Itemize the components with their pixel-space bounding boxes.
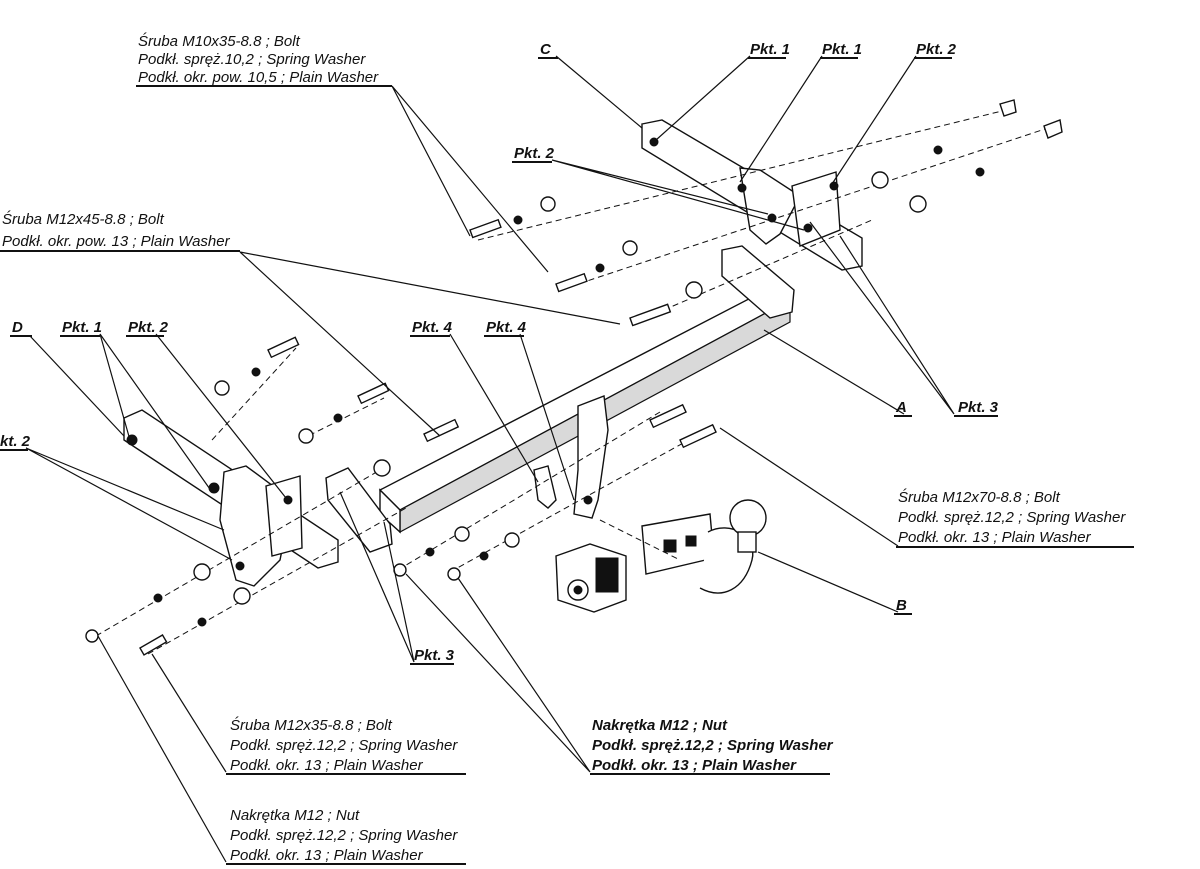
left-bracket-d [123, 409, 339, 587]
part-letter-labels: C D A B [10, 41, 912, 615]
assembly-axes [95, 109, 1055, 655]
svg-text:Nakrętka M12 ; Nut: Nakrętka M12 ; Nut [230, 807, 360, 824]
svg-text:Śruba M10x35-8.8 ; Bolt: Śruba M10x35-8.8 ; Bolt [138, 32, 301, 50]
label-pkt1-left: Pkt. 1 [62, 319, 102, 336]
hardware-center [393, 403, 717, 581]
label-pkt2-edge: kt. 2 [0, 433, 31, 450]
tow-ball-b [641, 499, 767, 594]
label-d: D [12, 319, 23, 336]
label-pkt2-top: Pkt. 2 [916, 41, 957, 58]
label-pkt1-top-b: Pkt. 1 [822, 41, 862, 58]
label-pkt4-b: Pkt. 4 [486, 319, 527, 336]
label-c: C [540, 41, 552, 58]
svg-text:Podkł. spręż.12,2 ; Spring Was: Podkł. spręż.12,2 ; Spring Washer [592, 737, 834, 754]
label-pkt2-mid: Pkt. 2 [514, 145, 555, 162]
label-pkt1-top-a: Pkt. 1 [750, 41, 790, 58]
electrical-socket [555, 543, 627, 613]
svg-text:Śruba M12x45-8.8 ; Bolt: Śruba M12x45-8.8 ; Bolt [2, 210, 165, 228]
hardware-top-right [469, 99, 1063, 327]
svg-text:Nakrętka M12 ; Nut: Nakrętka M12 ; Nut [592, 717, 728, 734]
svg-text:Podkł. spręż.12,2 ; Spring Was: Podkł. spręż.12,2 ; Spring Washer [230, 737, 458, 754]
ball-mount-bracket [533, 395, 609, 519]
pkt-labels: Pkt. 1 Pkt. 1 Pkt. 2 Pkt. 2 Pkt. 1 Pkt. … [0, 41, 999, 665]
label-b: B [896, 597, 907, 614]
svg-text:Podkł. spręż.12,2 ; Spring Was: Podkł. spręż.12,2 ; Spring Washer [898, 509, 1126, 526]
note-bolt-m10: Śruba M10x35-8.8 ; Bolt Podkł. spręż.10,… [136, 32, 392, 87]
note-bolt-m12x45: Śruba M12x45-8.8 ; Bolt Podkł. okr. pow.… [0, 210, 240, 252]
svg-text:Podkł. okr. 13 ; Plain Washer: Podkł. okr. 13 ; Plain Washer [230, 847, 424, 864]
label-pkt4-a: Pkt. 4 [412, 319, 453, 336]
svg-text:Podkł. spręż.12,2 ; Spring Was: Podkł. spręż.12,2 ; Spring Washer [230, 827, 458, 844]
label-a: A [895, 399, 907, 416]
svg-text:Podkł. okr. 13 ; Plain Washer: Podkł. okr. 13 ; Plain Washer [898, 529, 1092, 546]
note-bolt-m12x35: Śruba M12x35-8.8 ; Bolt Podkł. spręż.12,… [226, 716, 466, 775]
label-pkt3-right: Pkt. 3 [958, 399, 999, 416]
svg-text:Śruba M12x70-8.8 ; Bolt: Śruba M12x70-8.8 ; Bolt [898, 488, 1061, 506]
hardware-left [85, 336, 460, 656]
leader-lines [25, 55, 955, 863]
svg-text:Podkł. okr. 13 ; Plain Washer: Podkł. okr. 13 ; Plain Washer [230, 757, 424, 774]
svg-text:Podkł. okr. pow. 13 ; Plain Wa: Podkł. okr. pow. 13 ; Plain Washer [2, 233, 231, 250]
main-crossbeam-a [325, 245, 795, 553]
svg-text:Podkł. okr. 13 ; Plain Washer: Podkł. okr. 13 ; Plain Washer [592, 757, 797, 774]
label-pkt3-bottom: Pkt. 3 [414, 647, 455, 664]
svg-text:Śruba M12x35-8.8 ; Bolt: Śruba M12x35-8.8 ; Bolt [230, 716, 393, 734]
note-nut-center: Nakrętka M12 ; Nut Podkł. spręż.12,2 ; S… [590, 717, 834, 775]
note-bolt-m12x70: Śruba M12x70-8.8 ; Bolt Podkł. spręż.12,… [896, 488, 1134, 548]
note-nut-bottom: Nakrętka M12 ; Nut Podkł. spręż.12,2 ; S… [226, 807, 466, 865]
svg-text:Podkł. spręż.10,2 ; Spring Was: Podkł. spręż.10,2 ; Spring Washer [138, 51, 366, 68]
svg-text:Podkł. okr. pow. 10,5 ; Plain: Podkł. okr. pow. 10,5 ; Plain Washer [138, 69, 379, 86]
label-pkt2-left: Pkt. 2 [128, 319, 169, 336]
